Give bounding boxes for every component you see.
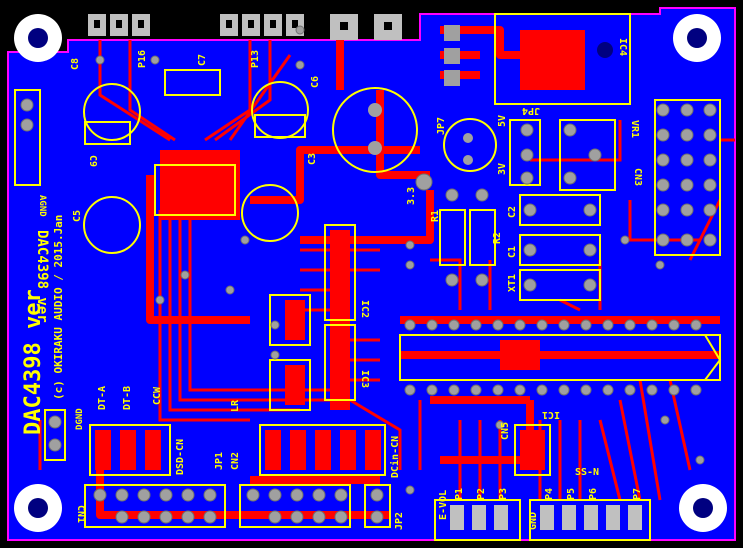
jp7-label: JP7: [436, 117, 447, 135]
v33-label: 3.3: [406, 187, 417, 205]
c9-label: C9: [87, 155, 98, 167]
dcin-label: DCin-CN: [389, 436, 401, 478]
cn1-label: CN1: [75, 505, 86, 523]
v3-label: 3V: [497, 163, 508, 175]
mirror-title-label: DAC4398 ver: [34, 230, 50, 323]
gnd-label: GND: [528, 512, 539, 530]
r1-label: R1: [430, 210, 441, 222]
r2-label: R2: [492, 232, 503, 244]
p1-label: P1: [454, 488, 465, 500]
jp1-label: JP1: [214, 452, 225, 470]
dtb-label: DT-B: [122, 386, 133, 410]
title-label: DAC4398 ver: [21, 289, 46, 435]
ic1-label: IC1: [542, 409, 560, 420]
c7-label: C7: [197, 54, 208, 66]
vr1-label: VR1: [629, 120, 640, 138]
cn3-label: CN3: [632, 168, 643, 186]
p16-label: P16: [137, 50, 148, 68]
silkscreen: [14, 13, 722, 541]
c1-label: C1: [507, 246, 518, 258]
cn5-label: CN5: [500, 422, 511, 440]
c5-label: C5: [72, 210, 83, 222]
header-pins: [88, 14, 642, 530]
ic3-label: IC3: [359, 370, 370, 388]
evol-label: E-VOL: [438, 490, 449, 520]
vias: [20, 25, 717, 524]
p2-label: P2: [476, 488, 487, 500]
jp2-label: JP2: [394, 512, 405, 530]
agnd-label: AGND: [37, 195, 47, 217]
copyright-label: (c) OKIRAKU AUDIO / 2015.Jan: [52, 215, 65, 400]
c3-label: C3: [307, 153, 318, 165]
xt1-label: XT1: [507, 274, 518, 292]
p6-label: P6: [588, 488, 599, 500]
jp4-label: JP4: [522, 105, 540, 116]
copper-pads: [95, 30, 585, 470]
dgnd-label: DGND: [75, 408, 85, 430]
dsdcn-label: DSD-CN: [175, 439, 186, 475]
p7-label: P7: [632, 488, 643, 500]
ic4-label: IC4: [617, 38, 628, 56]
ic2-label: IC2: [359, 300, 370, 318]
ccw-label: CCW: [152, 386, 163, 405]
p3-label: P3: [498, 488, 509, 500]
p4-label: P4: [544, 488, 555, 500]
power-pins: [368, 25, 613, 165]
dta-label: DT-A: [97, 386, 108, 410]
copper-pour-left: [8, 180, 428, 470]
v5-label: 5V: [497, 115, 508, 127]
p5-label: P5: [566, 488, 577, 500]
c8-label: C8: [70, 58, 81, 70]
mounting-holes: [14, 14, 727, 532]
cn2-label: CN2: [230, 452, 241, 470]
ssn-label: SS-N: [575, 467, 599, 478]
lr-label: LR: [230, 399, 241, 412]
c6-label: C6: [310, 76, 321, 88]
c2-label: C2: [507, 206, 518, 218]
p13-label: P13: [250, 50, 261, 68]
silk-labels: DAC4398 ver (c) OKIRAKU AUDIO / 2015.Jan…: [21, 38, 643, 530]
